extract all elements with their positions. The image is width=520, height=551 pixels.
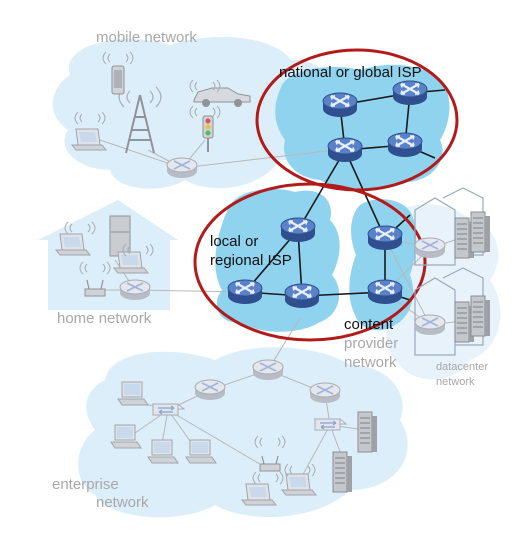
national-isp-router-1-icon: [321, 91, 359, 119]
national-isp-router-2-icon: [391, 79, 429, 107]
smartphone-icon: [111, 65, 125, 95]
enterprise-router-2-icon: [194, 379, 226, 401]
datacenter-label-line2: network: [436, 376, 475, 388]
enterprise-server-icon-2: [332, 451, 353, 493]
content-provider-label-line3: network: [344, 354, 397, 371]
national-isp-router-4-icon: [386, 131, 424, 159]
mobile-network-label: mobile network: [96, 29, 197, 46]
national-isp-router-3-icon: [326, 136, 364, 164]
local-isp-label-line1: local or: [210, 233, 259, 250]
enterprise-router-1-icon: [252, 359, 284, 381]
local-isp-label-line2: regional ISP: [210, 252, 292, 269]
content-provider-router-1-icon: [366, 224, 404, 252]
refrigerator-icon: [109, 215, 131, 257]
datacenter-server-icon-2: [470, 211, 491, 253]
home-router-icon: [119, 279, 151, 301]
enterprise-router-3-icon: [309, 382, 341, 404]
content-provider-router-2-icon: [366, 278, 404, 306]
enterprise-label-line1: enterprise: [52, 476, 119, 493]
datacenter-label-line1: datacenter: [436, 361, 488, 373]
content-provider-label-line2: provider: [344, 335, 399, 352]
datacenter-server-icon-4: [470, 295, 491, 337]
national-isp-label: national or global ISP: [279, 64, 422, 81]
mobile-router-icon: [166, 157, 198, 179]
local-isp-highlight: [193, 182, 427, 342]
home-network-house: [38, 200, 178, 310]
car-icon: [193, 87, 251, 107]
local-isp-router-3-icon: [283, 282, 321, 310]
home-network-label: home network: [57, 310, 152, 327]
enterprise-label-line2: network: [96, 494, 149, 511]
datacenter-router-icon-2: [414, 314, 446, 336]
wifi-access-point-icon: [84, 279, 106, 297]
traffic-light-icon: [202, 115, 214, 152]
local-isp-router-1-icon: [279, 216, 317, 244]
datacenter-router-icon-1: [414, 237, 446, 259]
enterprise-server-icon-1: [357, 411, 378, 453]
enterprise-access-point-icon: [259, 455, 281, 472]
content-provider-label-line1: content: [344, 316, 394, 333]
cell-tower-icon: [118, 86, 162, 154]
local-isp-router-2-icon: [226, 278, 264, 306]
